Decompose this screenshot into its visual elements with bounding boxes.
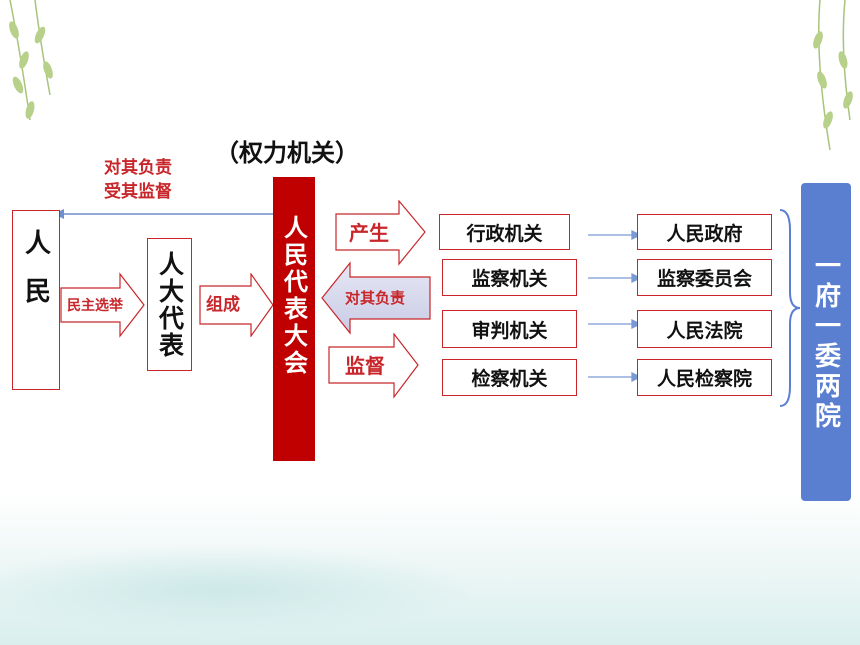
election-arrow [60, 272, 145, 338]
npc-deputies-label: 人大代表 [155, 250, 185, 359]
inst-supervision-commission-box: 监察委员会 [637, 259, 772, 296]
label-election: 民主选举 [67, 298, 123, 314]
inst-procuratorate-label: 人民检察院 [656, 368, 752, 390]
arrow-to-people [54, 209, 278, 219]
npc-label: 人民代表大会 [279, 215, 308, 377]
background-wave [0, 545, 480, 635]
supervise-arrow [328, 333, 419, 399]
organ-admin-box: 行政机关 [439, 214, 570, 250]
willow-branch-right [813, 0, 853, 151]
label-supervise: 监督 [345, 354, 385, 378]
organ-procuratorial-box: 检察机关 [442, 359, 577, 396]
organ-arrows [588, 229, 642, 383]
organ-supervision-label: 监察机关 [471, 268, 548, 290]
inst-government-label: 人民政府 [666, 222, 743, 245]
label-compose: 组成 [206, 295, 240, 315]
label-produce: 产生 [349, 221, 389, 245]
inst-court-box: 人民法院 [637, 310, 772, 348]
inst-supervision-commission-label: 监察委员会 [656, 268, 752, 290]
inst-court-label: 人民法院 [666, 319, 743, 342]
summary-box: 一府一委两院 [801, 183, 851, 501]
inst-government-box: 人民政府 [637, 214, 772, 250]
brace [779, 209, 801, 407]
label-supervised-top: 受其监督 [104, 182, 172, 202]
produce-arrow [335, 200, 426, 266]
organ-supervision-box: 监察机关 [442, 259, 577, 296]
people-label: 人民 [20, 229, 51, 325]
people-box: 人民 [12, 210, 60, 390]
npc-deputies-box: 人大代表 [147, 238, 192, 371]
responsible-arrow [321, 261, 431, 335]
organ-admin-label: 行政机关 [466, 222, 543, 245]
label-responsible-top: 对其负责 [104, 158, 172, 178]
inst-procuratorate-box: 人民检察院 [637, 359, 772, 396]
willow-branch-left [9, 0, 53, 121]
label-responsible-mid: 对其负责 [345, 289, 406, 307]
organ-judicial-label: 审判机关 [471, 319, 548, 342]
compose-arrow [199, 273, 274, 337]
heading-power-organ: （权力机关） [215, 139, 359, 167]
summary-label: 一府一委两院 [810, 252, 841, 432]
organ-judicial-box: 审判机关 [442, 310, 577, 348]
organ-procuratorial-label: 检察机关 [471, 368, 548, 390]
npc-box: 人民代表大会 [273, 177, 315, 461]
